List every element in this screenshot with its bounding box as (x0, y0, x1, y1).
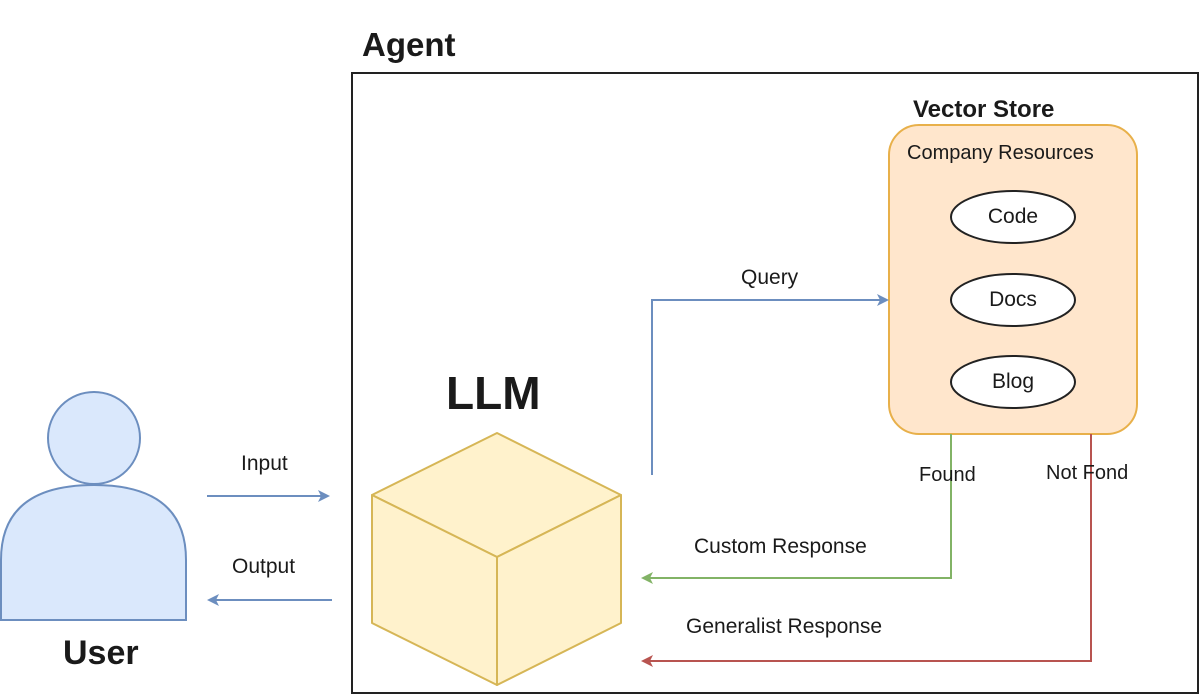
blog-pill-label: Blog (991, 370, 1035, 393)
user-icon[interactable] (0, 391, 187, 621)
code-pill-label: Code (987, 205, 1039, 228)
generalist-response-label: Generalist Response (686, 615, 883, 638)
agent-container (351, 72, 1199, 694)
not-found-label: Not Fond (1046, 462, 1129, 484)
agent-title: Agent (362, 26, 456, 63)
docs-pill-label: Docs (989, 288, 1037, 311)
input-label: Input (241, 452, 288, 475)
blog-pill[interactable] (950, 355, 1076, 409)
llm-cube-icon[interactable] (371, 432, 622, 686)
code-pill[interactable] (950, 190, 1076, 244)
output-label: Output (232, 555, 296, 578)
company-resources-label: Company Resources (907, 142, 1094, 164)
user-title: User (63, 634, 139, 672)
llm-title: LLM (446, 367, 541, 419)
generalist-response-arrow (641, 434, 1092, 667)
custom-response-arrow (641, 434, 952, 584)
query-arrow (651, 294, 889, 475)
vector-store-title: Vector Store (913, 96, 1055, 123)
query-label: Query (741, 266, 799, 289)
custom-response-label: Custom Response (694, 535, 867, 558)
docs-pill[interactable] (950, 273, 1076, 327)
found-label: Found (919, 464, 976, 486)
